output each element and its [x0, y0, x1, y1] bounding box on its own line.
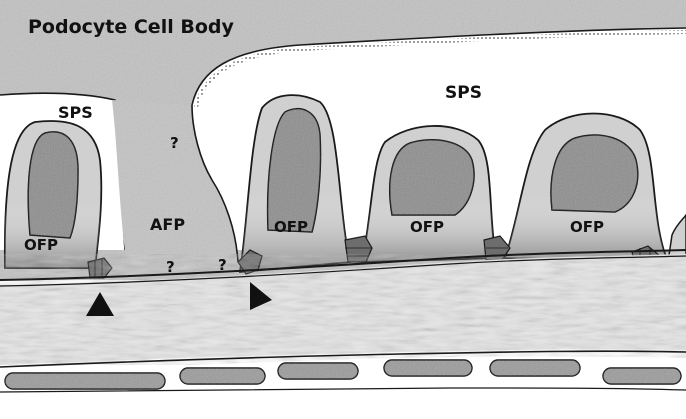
- arrowhead-marker-icon: [86, 292, 114, 316]
- foot-process-4: [503, 112, 686, 263]
- title-label: Podocyte Cell Body: [28, 16, 234, 38]
- ofp-label-4: OFP: [570, 218, 604, 236]
- endothelial-segment-4: [383, 359, 473, 377]
- foot-process-3: [360, 125, 498, 263]
- afp-label: AFP: [150, 215, 185, 234]
- ofp-label-1: OFP: [24, 236, 58, 254]
- question-mark-1: ?: [170, 134, 179, 152]
- slit-junction-2: [237, 249, 263, 275]
- ofp-label-3: OFP: [410, 218, 444, 236]
- afp-region: [112, 100, 239, 268]
- slit-junction-3: [344, 235, 373, 263]
- sps-label-right: SPS: [445, 83, 482, 103]
- foot-process-2: [238, 94, 352, 274]
- arrowhead-marker-icon: [250, 282, 272, 310]
- question-mark-2: ?: [166, 258, 175, 276]
- endothelial-segment-1: [4, 372, 166, 390]
- endothelial-segment-2: [179, 367, 266, 385]
- endothelial-segment-3: [277, 362, 359, 380]
- endothelial-layer: [0, 356, 686, 419]
- slit-junction-1: [87, 257, 113, 279]
- question-mark-3: ?: [218, 256, 227, 274]
- endothelial-segment-5: [489, 359, 581, 377]
- ofp-label-2: OFP: [274, 218, 308, 236]
- glomerular-basement-membrane: [0, 249, 686, 368]
- foot-process-1: [3, 120, 103, 269]
- sps-label-left: SPS: [58, 103, 93, 122]
- endothelial-segment-6: [602, 367, 682, 385]
